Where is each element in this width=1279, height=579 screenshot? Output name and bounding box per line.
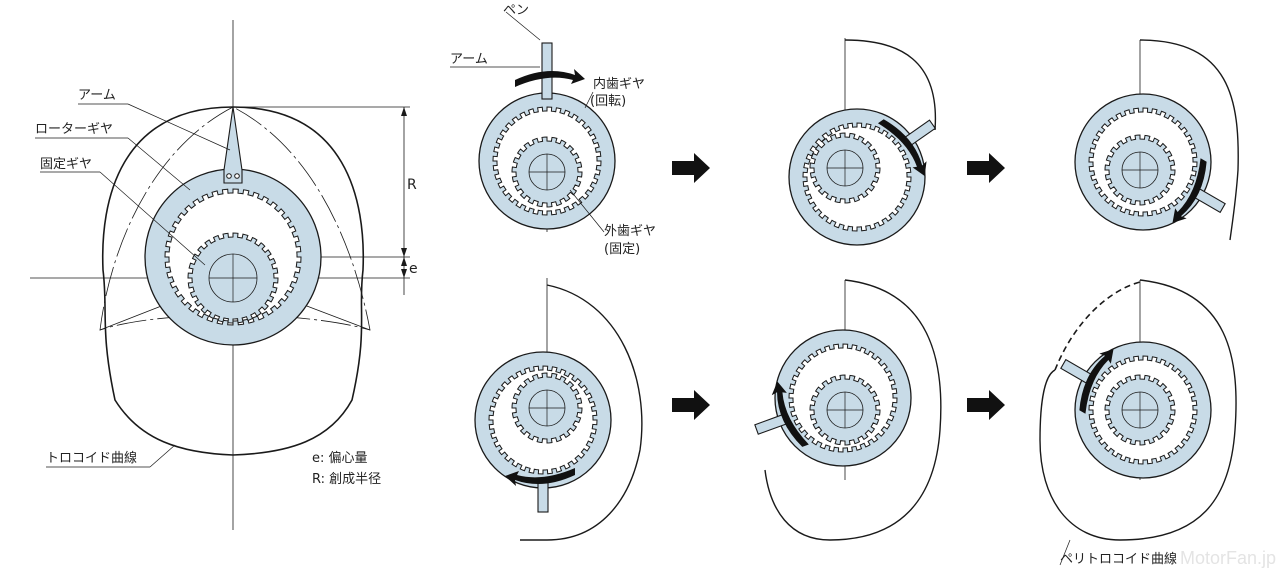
leader xyxy=(584,91,594,109)
arm-main xyxy=(223,106,243,184)
rotation-arrow xyxy=(515,69,585,87)
arm-pin xyxy=(226,173,232,179)
arm-bar xyxy=(541,42,553,100)
leader xyxy=(505,11,541,41)
leader xyxy=(1059,539,1071,566)
legend-eccentricity: e: 偏心量 xyxy=(312,451,368,466)
step-arrow xyxy=(672,153,710,183)
label-external-gear: 外歯ギヤ xyxy=(604,224,657,239)
label-step-arm: アーム xyxy=(450,52,488,67)
leader xyxy=(149,444,176,468)
leader xyxy=(127,137,191,191)
arm xyxy=(1172,158,1226,223)
rotation-arrow xyxy=(505,468,575,486)
watermark: MotorFan.jp xyxy=(1180,548,1277,568)
step-arrow xyxy=(672,390,710,420)
arm-pin xyxy=(234,173,240,179)
label-e: e xyxy=(409,261,418,277)
rotation-arrow xyxy=(1079,349,1114,414)
label-pen: ペン xyxy=(503,3,530,18)
panel-2-peritrochoid xyxy=(844,39,937,131)
label-rotor-gear: ローターギヤ xyxy=(35,122,114,137)
label-external-gear-note: (固定) xyxy=(604,242,641,257)
arm xyxy=(877,119,936,177)
label-arm: アーム xyxy=(78,88,116,103)
rotation-arrow xyxy=(771,381,809,447)
arm xyxy=(754,381,809,447)
label-internal-gear: 内歯ギヤ xyxy=(593,77,646,92)
label-peritrochoid-curve: ペリトロコイド曲線 xyxy=(1060,552,1178,567)
leader xyxy=(99,171,206,266)
label-internal-gear-note: (回転) xyxy=(590,94,627,109)
panel-6-dashed-curve xyxy=(1054,281,1141,371)
step-arrow xyxy=(967,153,1005,183)
label-trochoid-curve: トロコイド曲線 xyxy=(46,451,138,466)
rotation-arrow xyxy=(877,119,927,177)
leader xyxy=(127,103,231,151)
arm-bar xyxy=(754,413,788,435)
trochoid-curve xyxy=(101,106,365,456)
panel-3-peritrochoid xyxy=(1139,39,1239,241)
arm xyxy=(515,42,585,100)
panel-4-peritrochoid xyxy=(520,284,643,541)
label-fixed-gear: 固定ギヤ xyxy=(40,157,93,172)
generating-circle-arcs xyxy=(99,106,371,331)
arm-bar xyxy=(537,481,549,513)
label-R: R xyxy=(407,177,417,193)
leader xyxy=(569,189,605,233)
panel-6-peritrochoid xyxy=(1039,279,1237,541)
legend-generating-radius: R: 創成半径 xyxy=(312,472,382,487)
panel-5-peritrochoid xyxy=(764,279,942,541)
arm xyxy=(505,468,575,513)
rotation-arrow xyxy=(1172,158,1207,223)
arm xyxy=(1060,349,1114,414)
step-arrow xyxy=(967,390,1005,420)
